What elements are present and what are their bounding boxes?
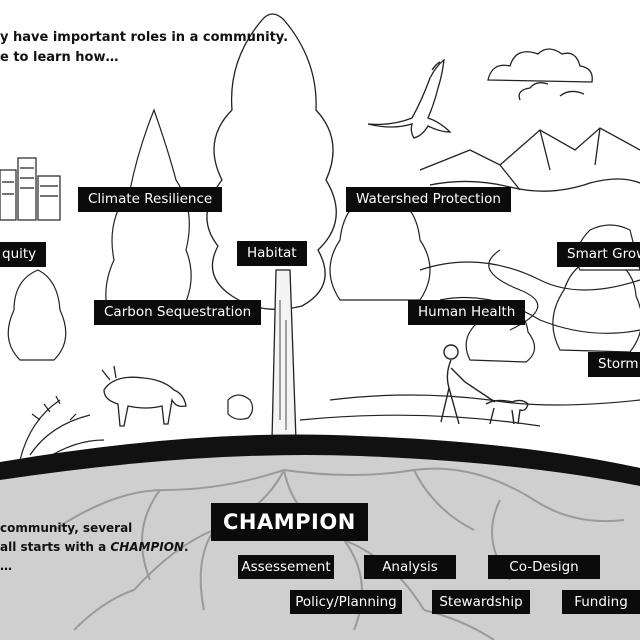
intro-line-2: e to learn how…	[0, 50, 119, 65]
ground-line-2-suffix: .	[183, 540, 189, 554]
stage-assessement: Assessement	[238, 555, 334, 579]
stage-stewardship: Stewardship	[432, 590, 530, 614]
central-tree	[206, 13, 337, 441]
deer-illustration	[101, 365, 187, 427]
label-carbon-sequestration: Carbon Sequestration	[94, 300, 262, 325]
label-storm: Storm	[588, 352, 640, 377]
eagle-illustration	[367, 58, 452, 139]
ground-line-2: all starts with a CHAMPION.	[0, 538, 189, 557]
ground-line-3: …	[0, 559, 12, 573]
mountains	[419, 127, 640, 192]
ground-text: community, several all starts with a CHA…	[0, 519, 189, 576]
hills-and-path	[299, 249, 640, 427]
label-equity: quity	[0, 242, 47, 267]
label-human-health: Human Health	[408, 300, 526, 325]
label-watershed-protection: Watershed Protection	[346, 187, 511, 212]
intro-line-1: y have important roles in a community.	[0, 30, 289, 45]
person-walking-dog	[440, 344, 529, 425]
stage-analysis: Analysis	[364, 555, 456, 579]
label-climate-resilience: Climate Resilience	[78, 187, 223, 212]
clouds	[487, 48, 593, 101]
ground-line-2-prefix: all starts with a	[0, 540, 111, 554]
stage-funding: Funding	[562, 590, 640, 614]
soil-band	[0, 434, 640, 486]
intro-text: y have important roles in a community. e…	[0, 28, 288, 68]
label-habitat: Habitat	[237, 241, 307, 266]
ground-line-2-emphasis: CHAMPION	[110, 540, 184, 554]
stage-co-design: Co-Design	[488, 555, 600, 579]
stage-policy-planning: Policy/Planning	[290, 590, 402, 614]
champion-label: CHAMPION	[211, 503, 368, 541]
ground-line-1: community, several	[0, 521, 133, 535]
city-skyline	[0, 157, 61, 221]
label-smart-growth: Smart Grow	[557, 242, 640, 267]
